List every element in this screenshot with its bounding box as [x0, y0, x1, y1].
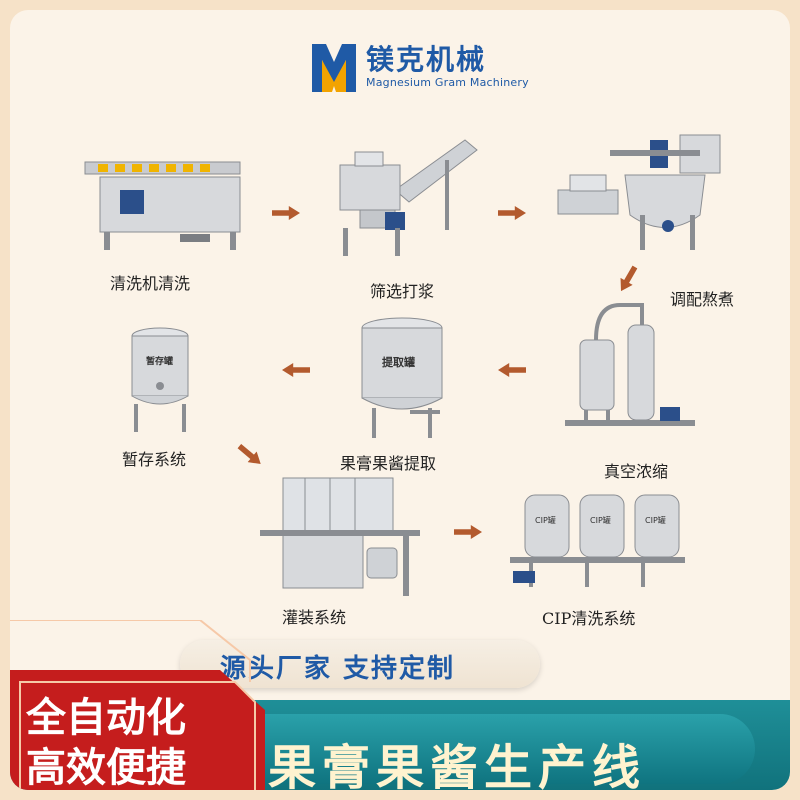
title-pill [195, 714, 755, 784]
pulper-machine-image [325, 130, 485, 260]
brand-logo-icon [312, 44, 356, 92]
machine-tag: CIP罐 [590, 516, 611, 525]
arrow-right-icon [272, 206, 300, 220]
slogan-text: 源头厂家 支持定制 [220, 654, 456, 684]
step-label: 筛选打浆 [370, 282, 435, 301]
feature-badge [10, 620, 265, 790]
extraction-tank-image: 提取罐 [350, 310, 460, 445]
step-label: 果膏果酱提取 [340, 454, 437, 473]
washer-machine-image [80, 142, 250, 257]
storage-tank-image: 暂存罐 [120, 320, 200, 435]
arrow-down-left-icon [615, 263, 641, 294]
step-label: 灌装系统 [282, 608, 347, 627]
badge-text-line2: 高效便捷 [26, 745, 186, 790]
cooking-kettle-image [550, 130, 730, 260]
machine-tag: 暂存罐 [146, 357, 174, 367]
cip-system-image: CIP罐 CIP罐 CIP罐 [505, 485, 690, 595]
arrow-left-icon [282, 363, 310, 377]
machine-tag: CIP罐 [645, 516, 666, 525]
bottom-banner: 果膏果酱生产线 [10, 700, 790, 790]
step-label: CIP清洗系统 [542, 609, 636, 628]
arrow-right-icon [454, 525, 482, 539]
slogan-bar: 源头厂家 支持定制 [180, 640, 540, 688]
machine-tag: 提取罐 [382, 356, 415, 369]
step-label: 清洗机清洗 [110, 274, 191, 293]
product-line-title: 果膏果酱生产线 [268, 740, 647, 790]
arrow-left-icon [498, 363, 526, 377]
step-label: 真空浓缩 [604, 462, 669, 481]
brand-name: 镁克机械 [366, 43, 487, 76]
header: 镁克机械 Magnesium Gram Machinery [10, 10, 790, 120]
poster-frame: 镁克机械 Magnesium Gram Machinery 清洗机清洗 [10, 10, 790, 790]
step-label: 暂存系统 [122, 450, 187, 469]
vacuum-concentrator-image [560, 295, 700, 450]
machine-tag: CIP罐 [535, 516, 556, 525]
arrow-down-right-icon [235, 441, 265, 470]
step-label: 调配熬煮 [670, 290, 735, 309]
brand-name-english: Magnesium Gram Machinery [366, 76, 529, 89]
badge-text-line1: 全自动化 [26, 695, 186, 741]
arrow-right-icon [498, 206, 526, 220]
filling-machine-image [255, 470, 425, 600]
